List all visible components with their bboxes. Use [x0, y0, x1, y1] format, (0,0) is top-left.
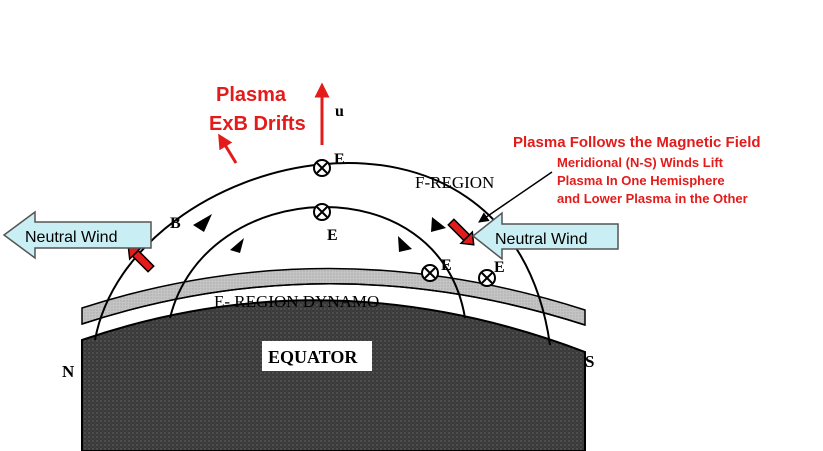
neutral-wind-left-arrow: [2, 210, 152, 260]
follows-line-2: Plasma In One Hemisphere: [557, 173, 725, 188]
neutral-wind-right-label: Neutral Wind: [495, 231, 587, 248]
e-region-lower-edge: [81, 283, 586, 326]
neutral-wind-right-arrow: [471, 211, 619, 261]
outer-right-arrowhead: [431, 217, 446, 232]
equator-label: EQUATOR: [268, 347, 358, 367]
e-label-right-outer: E: [494, 259, 505, 276]
b-field-arrowhead: [193, 214, 212, 232]
neutral-wind-left-label: Neutral Wind: [25, 229, 117, 246]
f-region-label: F-REGION: [415, 173, 494, 192]
follows-line-3: and Lower Plasma in the Other: [557, 191, 748, 206]
e-label-right-inner: E: [441, 257, 452, 274]
follows-line-1: Meridional (N-S) Winds Lift: [557, 155, 724, 170]
u-label: u: [335, 103, 344, 120]
plasma-label: Plasma: [216, 84, 287, 106]
b-field-label: B: [170, 215, 181, 232]
exb-drift-arrow: [218, 133, 238, 164]
e-label-top-inner: E: [327, 227, 338, 244]
exb-drifts-label: ExB Drifts: [209, 113, 306, 135]
e-region-dynamo-label: E- REGION DYNAMO: [214, 292, 379, 311]
inner-left-arrowhead: [230, 238, 244, 253]
equator-label-box: [262, 341, 372, 371]
e-field-symbol-top-inner: [313, 203, 331, 221]
e-field-symbol-right-inner: [421, 264, 439, 282]
e-field-symbol-top-outer: [313, 159, 331, 177]
earth-body: [81, 299, 586, 451]
follows-title: Plasma Follows the Magnetic Field: [513, 134, 761, 151]
north-label: N: [62, 362, 75, 381]
e-field-symbol-right-outer: [478, 269, 496, 287]
south-label: S: [585, 352, 594, 371]
e-label-top-outer: E: [334, 151, 345, 168]
plasma-arrow-right: [447, 218, 475, 246]
annotation-pointer: [478, 171, 553, 223]
inner-right-arrowhead: [398, 236, 412, 252]
